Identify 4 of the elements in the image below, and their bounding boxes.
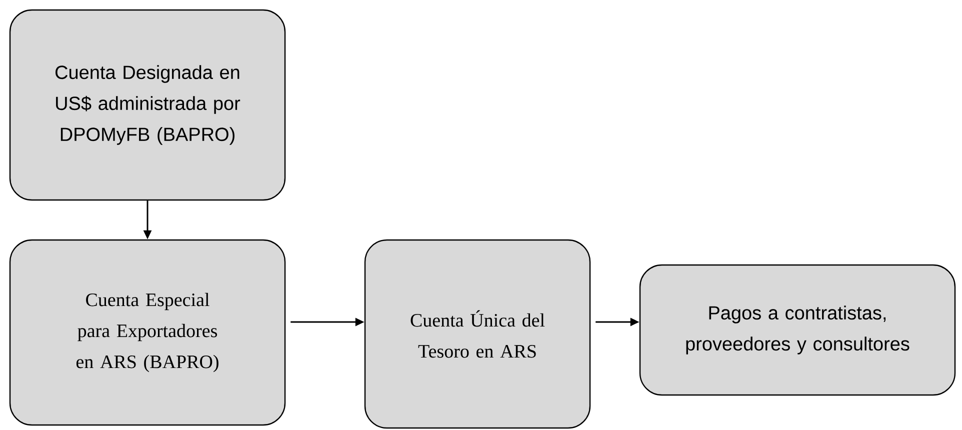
process-box: Cuenta Especial para Exportadores en ARS (BAPRO) [9,239,286,426]
process-box: Cuenta Designada en US$ administrada por DPOMyFB (BAPRO) [9,9,286,201]
process-box: Cuenta Única del Tesoro en ARS [364,239,591,429]
process-box: Pagos a contratistas, proveedores y consultores [639,264,956,396]
